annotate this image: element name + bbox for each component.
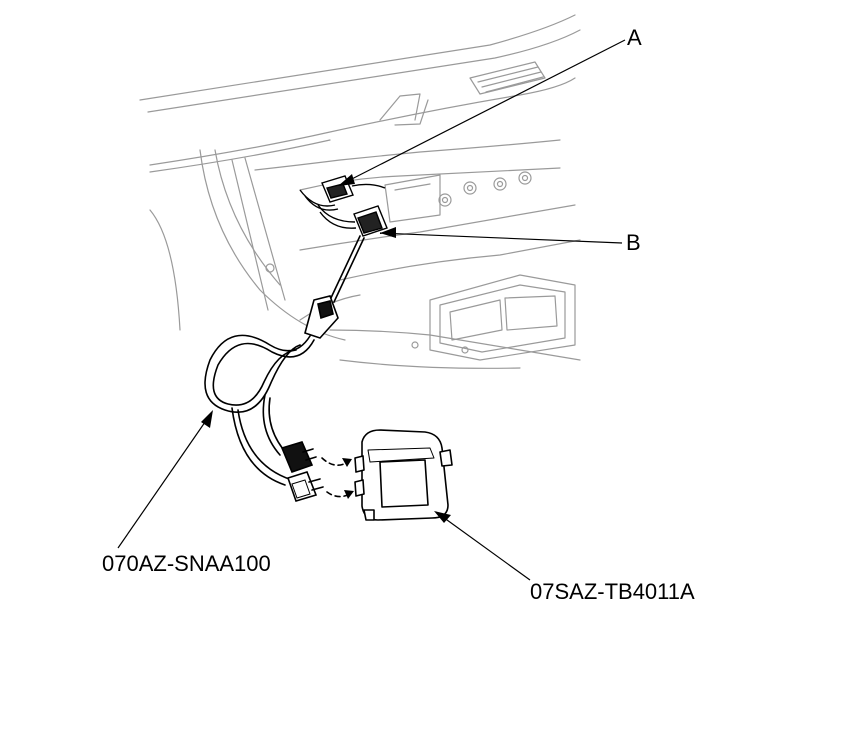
vehicle-connector-a: [299, 175, 386, 211]
vehicle-connector-b: [317, 204, 388, 237]
callout-b-label: B: [626, 230, 641, 255]
leader-lines: [117, 39, 626, 581]
callout-a-label: A: [627, 25, 642, 50]
leader-arrowheads: [201, 174, 451, 523]
leader-line-a: [339, 39, 626, 186]
adapter-box: [354, 429, 453, 521]
vehicle-structure: [139, 14, 581, 369]
connection-arrowheads: [342, 458, 354, 499]
leader-line-b: [379, 232, 623, 244]
harness-part-number: 070AZ-SNAA100: [102, 551, 271, 576]
test-harness: [204, 235, 365, 502]
leader-line-harness: [117, 411, 213, 549]
leader-line-adapter: [435, 511, 531, 581]
adapter-box-part-number: 07SAZ-TB4011A: [530, 579, 695, 604]
